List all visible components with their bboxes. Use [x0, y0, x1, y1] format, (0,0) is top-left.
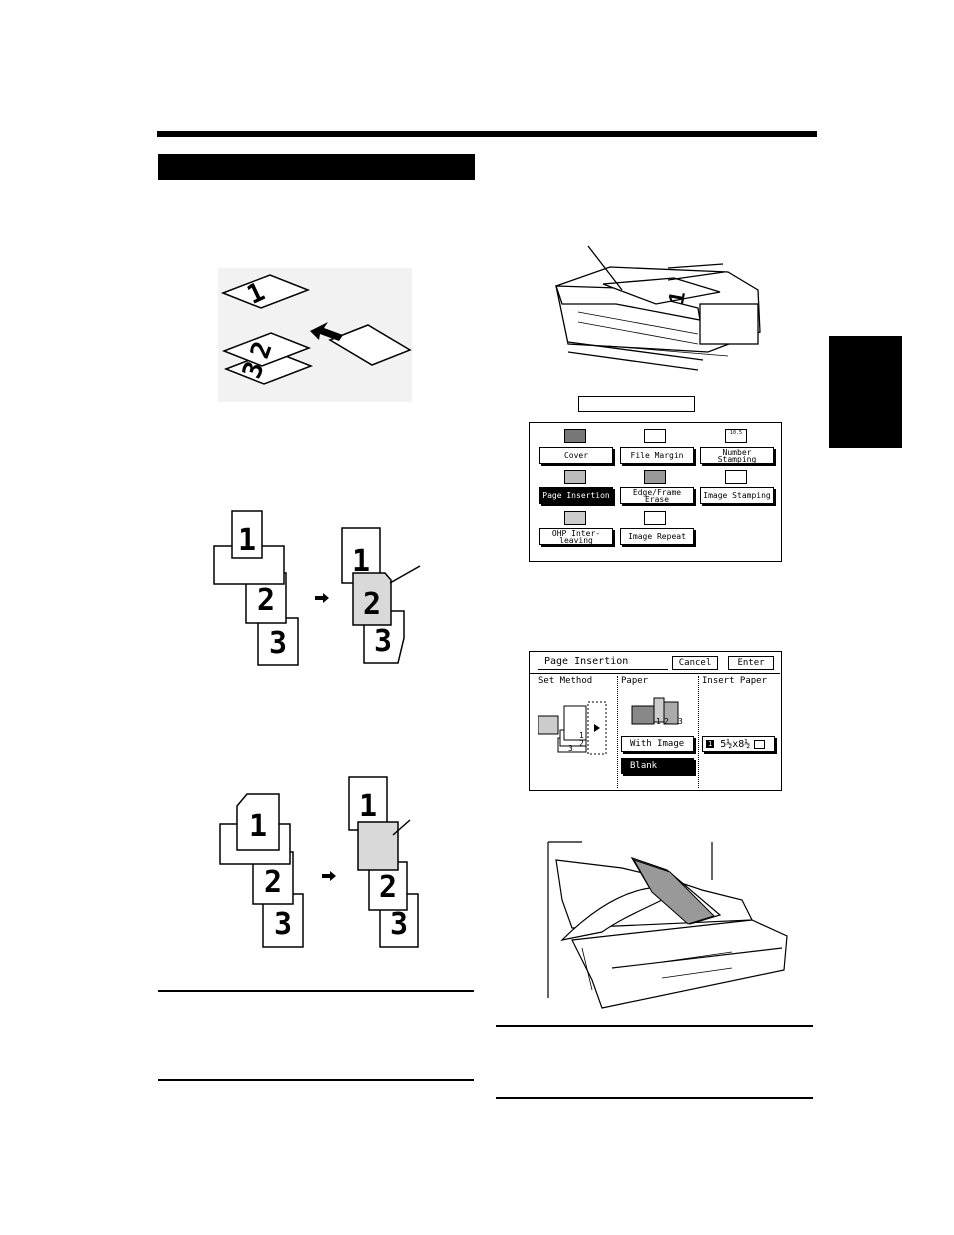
top-rule [157, 131, 817, 137]
insertion-blank-diagram: 1 2 3 1 2 3 [219, 776, 419, 948]
edge-frame-erase-button[interactable]: Edge/Frame Erase [620, 487, 694, 504]
svg-text:1: 1 [656, 717, 661, 726]
arrow-icon [310, 322, 343, 341]
note-rule-top [158, 990, 474, 992]
blank-button[interactable]: Blank [621, 758, 694, 774]
stack-number-3: 3 [568, 744, 573, 753]
cover-icon [564, 429, 586, 443]
image-stamping-icon [725, 470, 747, 484]
paper-tray-illustration [547, 841, 788, 1009]
blank-page-1-after: 1 [359, 789, 377, 824]
file-margin-label: File Margin [630, 451, 684, 460]
header-divider [530, 673, 780, 674]
number-stamping-button[interactable]: Number Stamping [700, 447, 774, 464]
label-box [578, 396, 695, 412]
insert-paper-label: Insert Paper [702, 676, 768, 686]
paper-orientation-icon [754, 739, 766, 749]
arrow-icon [322, 871, 336, 881]
tray-badge: 1 [706, 740, 715, 748]
ohp-interleaving-label: OHP Inter-leaving [551, 528, 601, 545]
page-2-after: 2 [363, 587, 381, 622]
blank-page-3-after: 3 [390, 907, 408, 942]
page-3-before: 3 [269, 626, 287, 661]
page-insertion-label: Page Insertion [542, 491, 610, 500]
screen-title: Page Insertion [544, 656, 629, 667]
insertion-with-image-diagram: 1 2 3 1 2 3 [213, 510, 421, 666]
stack-number-2: 2 [579, 739, 584, 748]
section-heading-bar [158, 154, 475, 180]
number-icon-text: 10.5 [729, 430, 743, 436]
number-stamping-label: Number Stamping [717, 447, 757, 464]
page-insertion-button[interactable]: Page Insertion [539, 487, 613, 504]
copier-document-feeder-illustration: 1 [555, 245, 761, 371]
originals-loading-diagram: 1 2 3 [218, 268, 412, 402]
page-1-after: 1 [352, 544, 370, 579]
paper-size-text: 5½x8½ [720, 738, 751, 750]
dotted-paper-icon [632, 859, 715, 925]
cover-label: Cover [563, 451, 589, 460]
blank-page-3-before: 3 [274, 907, 292, 942]
with-image-button[interactable]: With Image [621, 736, 694, 752]
page-insertion-screen: Page Insertion Cancel Enter Set Method P… [529, 651, 782, 791]
ohp-interleaving-button[interactable]: OHP Inter-leaving [539, 528, 613, 545]
file-margin-button[interactable]: File Margin [620, 447, 694, 464]
arrow-icon [315, 593, 329, 603]
blank-page-1-before: 1 [249, 809, 267, 844]
edge-frame-erase-icon [644, 470, 666, 484]
enter-button[interactable]: Enter [728, 656, 774, 670]
image-stamping-label: Image Stamping [703, 491, 771, 500]
column-divider-2 [698, 676, 699, 788]
cover-button[interactable]: Cover [539, 447, 613, 464]
image-repeat-icon [644, 511, 666, 525]
page-1-before: 1 [238, 523, 256, 558]
page-2-before: 2 [257, 583, 275, 618]
paper-size-button[interactable]: 1 5½x8½ [702, 736, 775, 752]
set-method-label: Set Method [538, 676, 593, 686]
edge-frame-erase-label: Edge/Frame Erase [632, 487, 682, 504]
image-repeat-label: Image Repeat [628, 532, 686, 541]
svg-text:1: 1 [663, 289, 690, 305]
column-divider-1 [617, 676, 618, 788]
ohp-interleaving-icon [564, 511, 586, 525]
page-insertion-icon [564, 470, 586, 484]
right-note-rule-top [496, 1025, 813, 1027]
image-stamping-button[interactable]: Image Stamping [700, 487, 774, 504]
paper-label: Paper [621, 676, 649, 686]
blank-page-2-after: 2 [379, 870, 397, 905]
function-panel: 10.5 Cover File Margin Number Stamping P… [529, 422, 782, 562]
blank-page-2-before: 2 [264, 865, 282, 900]
right-note-rule-bottom [496, 1097, 813, 1099]
set-method-graphic: 1 2 3 [538, 701, 607, 755]
svg-text:3: 3 [678, 717, 683, 726]
image-repeat-button[interactable]: Image Repeat [620, 528, 694, 545]
stack-number-1: 1 [579, 731, 584, 740]
number-stamping-icon: 10.5 [725, 429, 747, 443]
chapter-tab [829, 336, 902, 448]
cancel-button[interactable]: Cancel [672, 656, 718, 670]
title-underline [538, 669, 668, 670]
page-3-after: 3 [374, 624, 392, 659]
note-rule-bottom [158, 1079, 474, 1081]
svg-text:2: 2 [664, 717, 669, 726]
file-margin-icon [644, 429, 666, 443]
